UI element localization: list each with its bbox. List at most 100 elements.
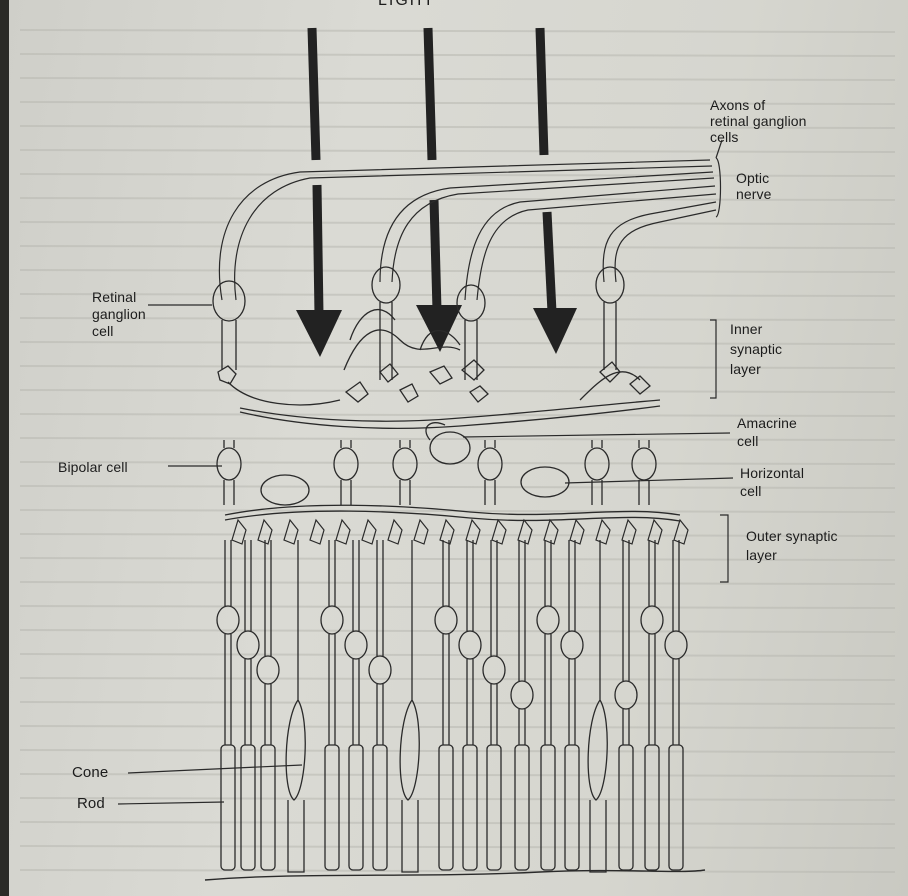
light-arrows <box>296 28 577 357</box>
synaptic-terminal <box>674 520 688 544</box>
cone-cell <box>588 540 607 800</box>
rod-outer-segment <box>325 745 339 870</box>
rod-fiber <box>467 659 473 745</box>
background-text-line <box>20 822 895 824</box>
rod-fiber <box>377 540 383 656</box>
background-text-line <box>20 606 895 608</box>
synaptic-terminal <box>362 520 376 544</box>
rod-nucleus <box>615 681 637 709</box>
rod-nucleus <box>641 606 663 634</box>
bipolar-cell-process <box>592 440 602 505</box>
amacrine-cell-label: Amacrine cell <box>737 414 797 450</box>
bipolar-cell-process <box>341 440 351 505</box>
rod-outer-segment <box>487 745 501 870</box>
rod-nucleus <box>435 606 457 634</box>
background-text-line <box>20 270 895 272</box>
light-arrowhead-2 <box>416 305 462 352</box>
background-text-line <box>20 246 895 248</box>
rod-outer-segment <box>241 745 255 870</box>
rod-outer-segment <box>619 745 633 870</box>
bipolar-cell-body <box>334 448 358 480</box>
inner-synaptic-layer-label: Inner synaptic layer <box>730 319 782 379</box>
light-arrow-2-lower <box>434 200 437 310</box>
rod-fiber <box>443 634 449 745</box>
light-arrow-2-upper <box>428 28 432 160</box>
rod-fiber <box>673 659 679 745</box>
synaptic-terminal <box>570 520 584 544</box>
rod-outer-segment <box>349 745 363 870</box>
background-text-line <box>20 150 895 152</box>
background-text-line <box>20 774 895 776</box>
rod-fiber <box>245 540 251 631</box>
background-text-line <box>20 30 895 32</box>
rod-outer-segment <box>463 745 477 870</box>
bipolar-cells <box>217 440 656 505</box>
background-text-line <box>20 678 895 680</box>
rod-fiber <box>265 540 271 656</box>
rod-fiber <box>491 540 497 656</box>
synaptic-terminal <box>284 520 298 544</box>
background-text-line <box>20 630 895 632</box>
light-arrow-3-lower <box>547 212 552 312</box>
background-text-line <box>20 846 895 848</box>
bipolar-cell-label: Bipolar cell <box>58 458 128 476</box>
rod-outer-segment <box>221 745 235 870</box>
light-arrowhead-3 <box>533 308 577 354</box>
light-arrow-1-upper <box>312 28 316 160</box>
rod-outer-segment <box>439 745 453 870</box>
bipolar-cell-process <box>400 440 410 505</box>
cone-label: Cone <box>72 764 108 782</box>
rod-fiber <box>443 540 449 606</box>
synaptic-terminal <box>440 520 454 544</box>
light-arrow-1-lower <box>317 185 319 315</box>
bipolar-cell-process <box>639 440 649 505</box>
horizontal-cell-label: Horizontal cell <box>740 464 804 500</box>
rod-fiber <box>519 540 525 681</box>
bipolar-cell-process <box>224 440 234 505</box>
background-text-lines <box>20 30 895 872</box>
rod-fiber <box>491 684 497 745</box>
outer-synaptic-layer-label: Outer synaptic layer <box>746 527 838 565</box>
horizontal-cells <box>225 467 680 521</box>
rod-fiber <box>623 540 629 681</box>
rod-nucleus <box>537 606 559 634</box>
rod-fiber <box>265 684 271 745</box>
rod-fiber <box>569 540 575 631</box>
retinal-ganglion-cell-label: Retinal ganglion cell <box>92 289 146 340</box>
rod-fiber <box>569 659 575 745</box>
rod-fiber <box>225 634 231 745</box>
cone-outer-segment <box>402 800 418 872</box>
bipolar-cell-body <box>393 448 417 480</box>
rod-fiber <box>467 540 473 631</box>
rod-fiber <box>329 634 335 745</box>
bipolar-cell-process <box>485 440 495 505</box>
cone-cell <box>400 540 419 800</box>
synaptic-terminal <box>596 520 610 544</box>
rod-fiber <box>545 540 551 606</box>
rod-outer-segment <box>261 745 275 870</box>
synaptic-terminal <box>492 520 506 544</box>
rod-fiber <box>329 540 335 606</box>
axon-bundle <box>219 158 720 300</box>
rod-fiber <box>353 540 359 631</box>
rod-fiber <box>673 540 679 631</box>
rod-nucleus <box>257 656 279 684</box>
rod-fiber <box>545 634 551 745</box>
background-text-line <box>20 798 895 800</box>
synaptic-terminal <box>232 520 246 544</box>
background-text-line <box>20 54 895 56</box>
background-text-line <box>20 750 895 752</box>
synaptic-terminal <box>388 520 402 544</box>
background-text-line <box>20 870 895 872</box>
rod-outer-segment <box>669 745 683 870</box>
background-text-line <box>20 78 895 80</box>
rod-fiber <box>377 684 383 745</box>
background-text-line <box>20 702 895 704</box>
light-arrowhead-1 <box>296 310 342 357</box>
rod-fiber <box>225 540 231 606</box>
background-text-line <box>20 222 895 224</box>
outer-synaptic-connections <box>232 520 688 544</box>
cone-cell <box>286 540 305 800</box>
axons-label: Axons of retinal ganglion cells <box>710 97 807 145</box>
